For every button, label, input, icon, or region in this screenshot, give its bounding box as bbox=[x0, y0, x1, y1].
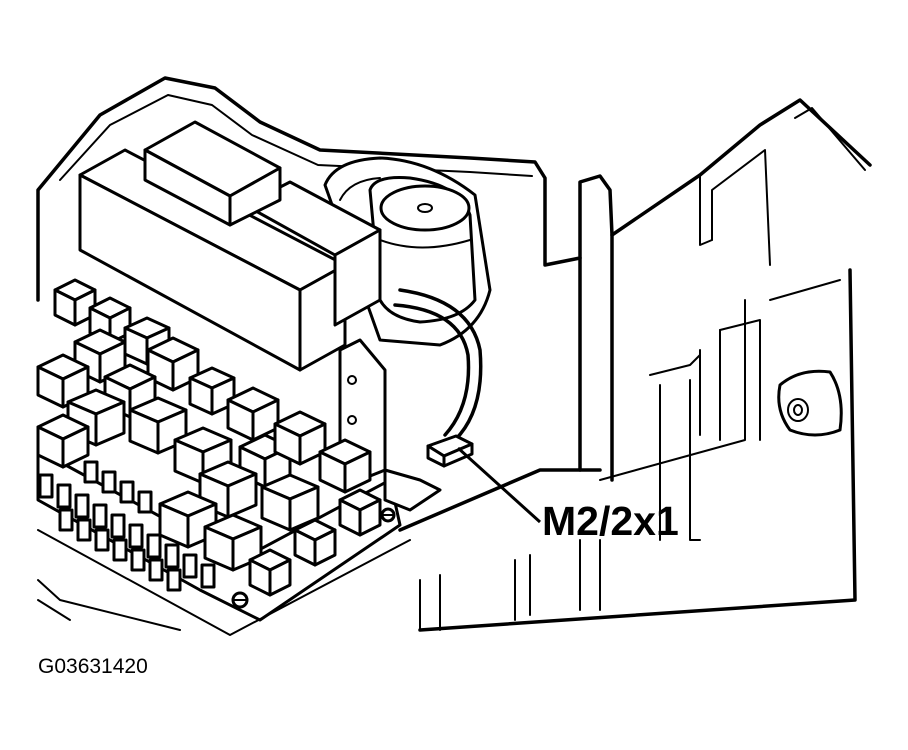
callout-label: M2/2x1 bbox=[542, 498, 679, 544]
housing-outline bbox=[36, 76, 872, 632]
figure-id: G03631420 bbox=[38, 655, 148, 678]
callout-leader-line bbox=[456, 446, 542, 524]
top-relay bbox=[143, 120, 282, 227]
small-relays bbox=[36, 278, 382, 597]
mounting-eye bbox=[777, 369, 843, 437]
connector-m2-2x1 bbox=[426, 434, 474, 468]
wire-harness bbox=[393, 288, 483, 442]
large-relay-left bbox=[78, 148, 347, 372]
fuse-strip bbox=[38, 460, 216, 592]
screws bbox=[231, 507, 396, 609]
